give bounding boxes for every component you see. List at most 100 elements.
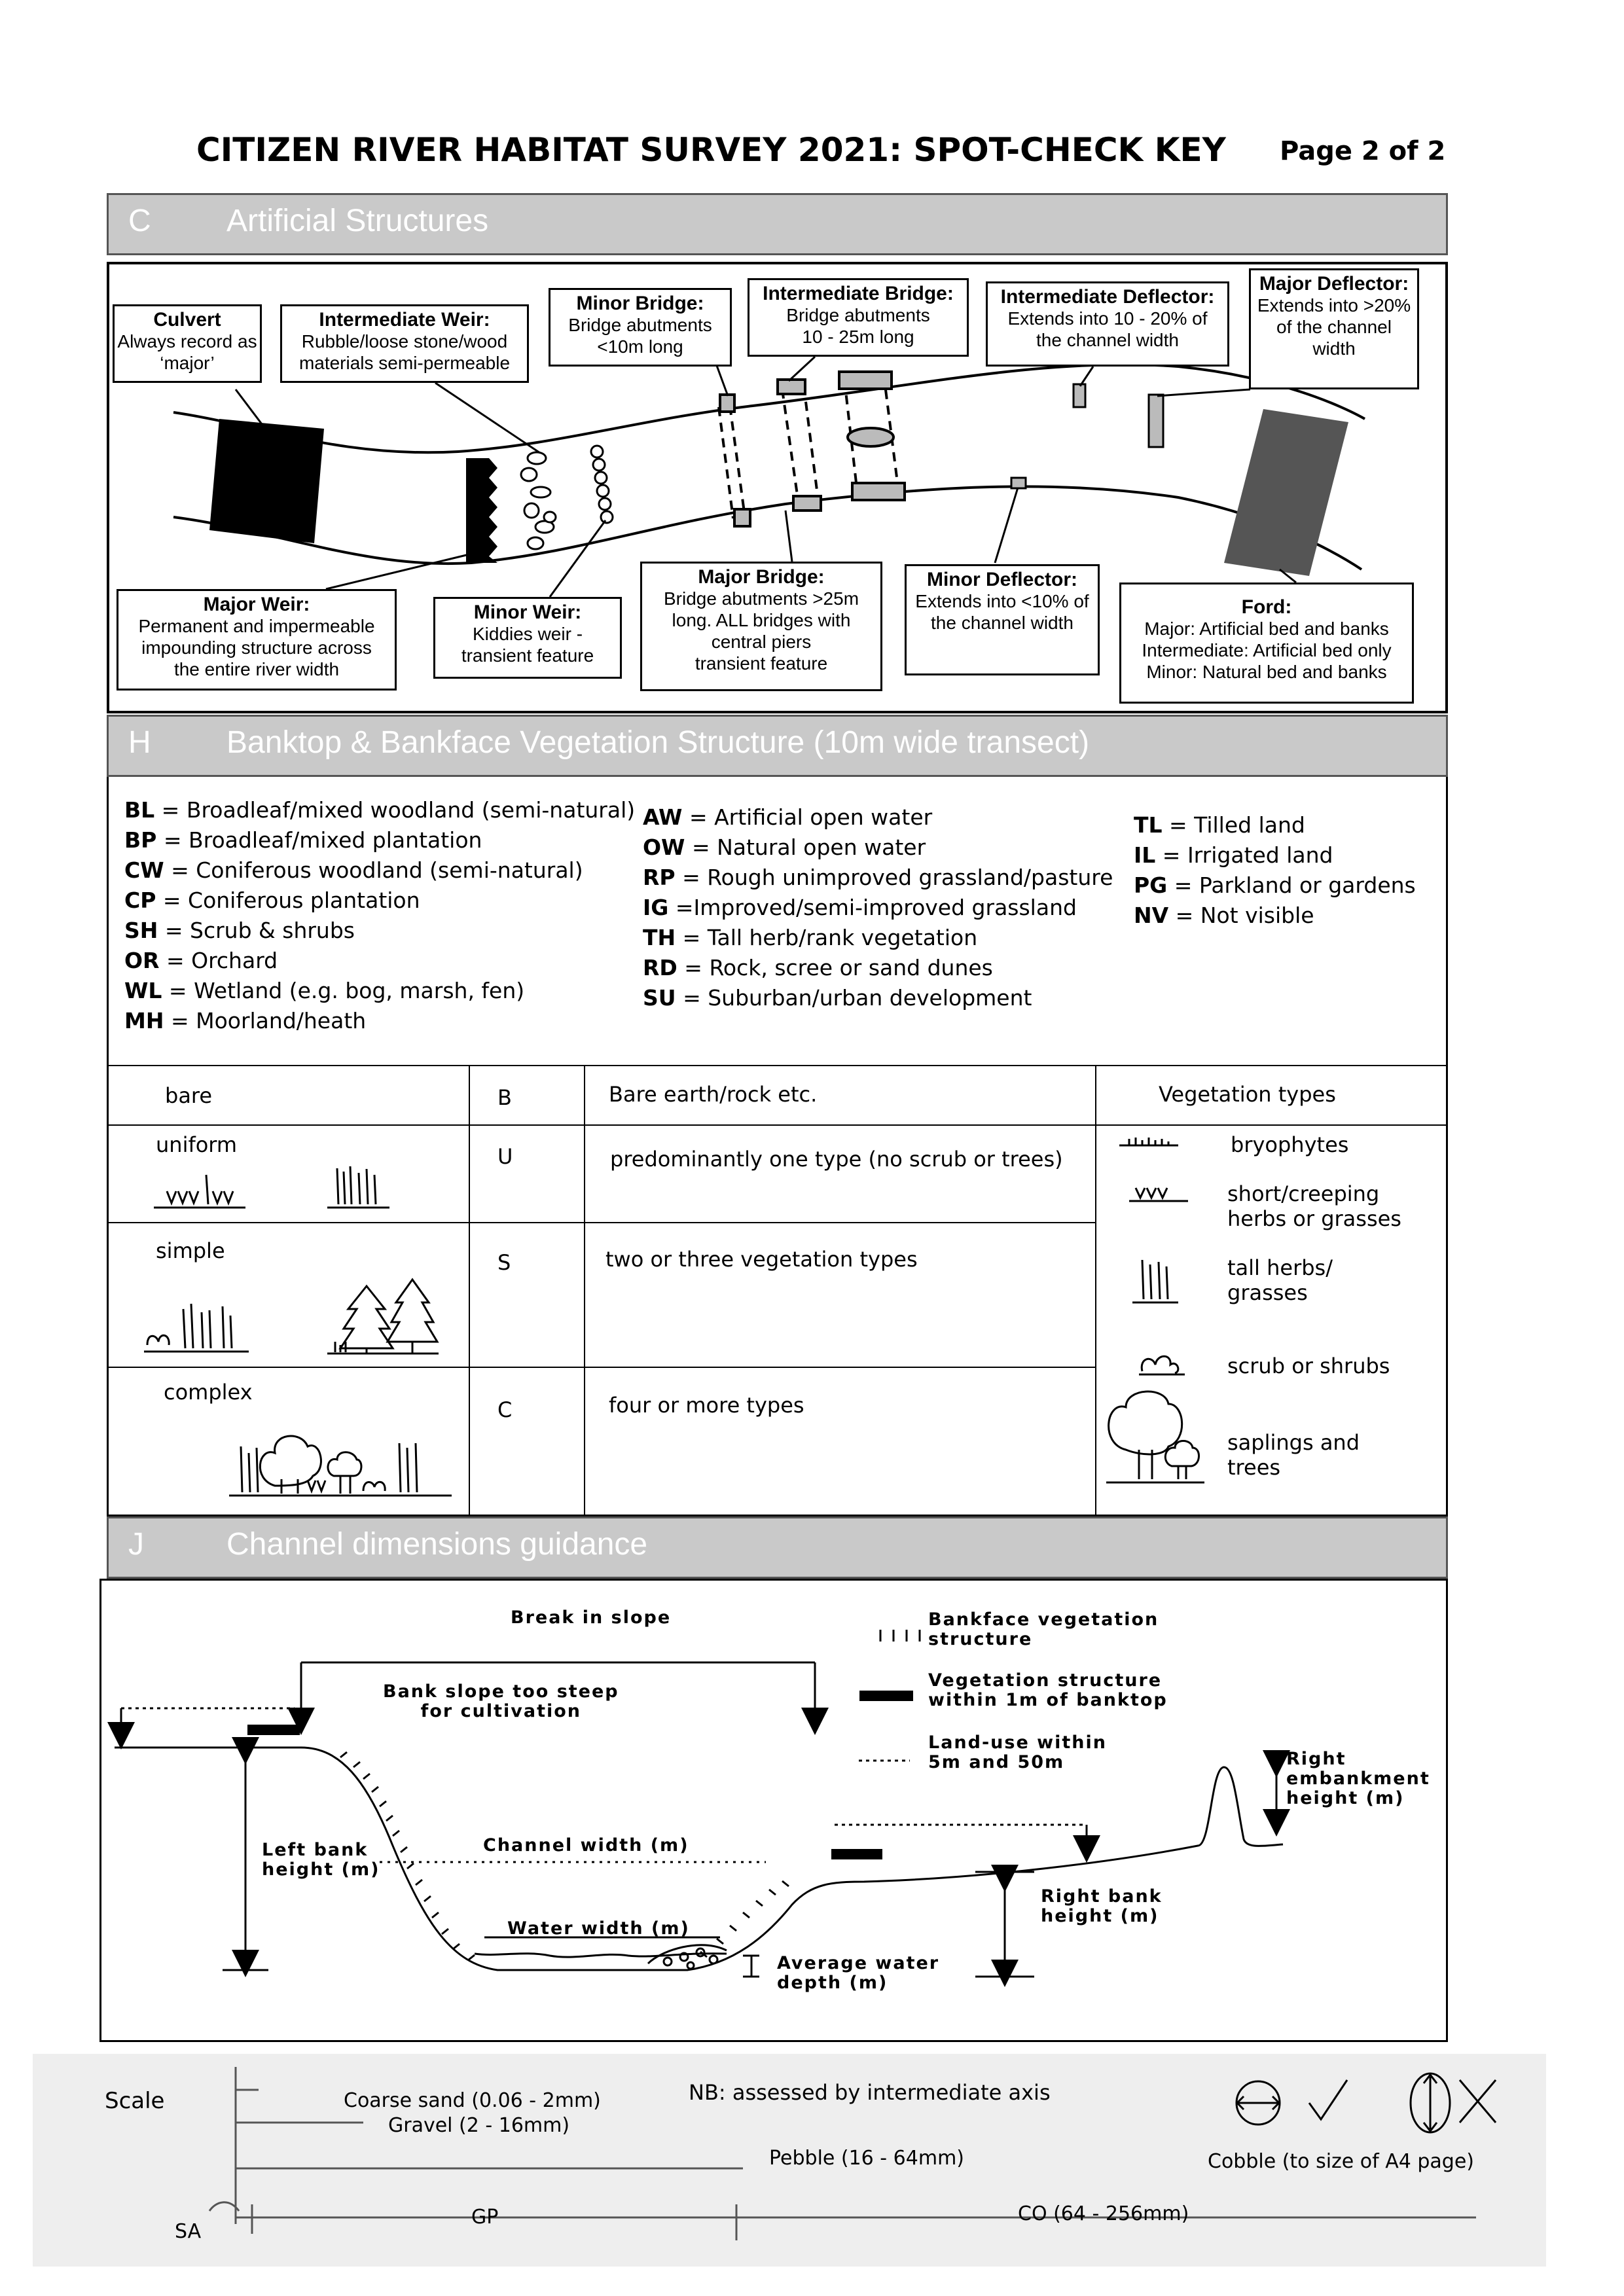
table-divider	[107, 1124, 1095, 1126]
page-title: CITIZEN RIVER HABITAT SURVEY 2021: SPOT-…	[196, 131, 1226, 169]
vegetation-structure-panel	[107, 777, 1448, 1516]
cross-icon	[1458, 2079, 1497, 2123]
conifer-trees-icon	[327, 1278, 439, 1355]
row-bare-name: bare	[165, 1083, 213, 1108]
short-herbs-icon	[154, 1174, 245, 1209]
vegetation-icons-svg	[144, 1138, 1204, 1497]
minor-bridge-icon	[717, 393, 751, 528]
row-uniform-code: U	[497, 1144, 513, 1169]
scale-label: Scale	[105, 2088, 165, 2114]
veg-types-heading: Vegetation types	[1159, 1082, 1336, 1107]
major-bridge-icon	[838, 370, 906, 501]
major-weir-icon	[466, 458, 497, 563]
legend-banktop-label: Vegetation structure within 1m of bankto…	[928, 1670, 1168, 1710]
intermediate-weir-icon	[520, 451, 557, 550]
section-letter: J	[128, 1527, 144, 1562]
section-letter: H	[128, 725, 151, 760]
code-item: OW = Natural open water	[643, 834, 926, 860]
section-title: Artificial Structures	[226, 204, 489, 238]
code-item: TH = Tall herb/rank vegetation	[643, 925, 978, 950]
break-in-slope-label: Break in slope	[511, 1607, 672, 1628]
code-item: AW = Artificial open water	[643, 804, 933, 830]
scrub-icon	[144, 1303, 249, 1353]
row-uniform-desc: predominantly one type (no scrub or tree…	[610, 1147, 1063, 1172]
table-divider	[1095, 1124, 1448, 1126]
legend-bankface-label: Bankface vegetation structure	[928, 1609, 1159, 1649]
veg-label-trees: saplings and trees	[1227, 1430, 1360, 1480]
minor-deflector-label: Minor Deflector: Extends into <10% of th…	[905, 564, 1100, 675]
culvert-label: Culvert Always record as ‘major’	[113, 304, 262, 383]
table-divider	[469, 1065, 470, 1516]
row-complex-desc: four or more types	[609, 1393, 804, 1418]
minor-weir-label: Minor Weir: Kiddies weir - transient fea…	[433, 597, 622, 679]
major-weir-label: Major Weir: Permanent and impermeable im…	[117, 589, 397, 691]
veg-label-bryophytes: bryophytes	[1231, 1132, 1349, 1157]
bank-slope-label: Bank slope too steep for cultivation	[383, 1681, 619, 1721]
row-uniform-name: uniform	[156, 1132, 238, 1157]
culvert-icon	[209, 419, 324, 543]
minor-deflector-icon	[1010, 476, 1027, 490]
code-item: CW = Coniferous woodland (semi-natural)	[124, 857, 583, 883]
code-item: TL = Tilled land	[1134, 812, 1305, 838]
section-h-header: H Banktop & Bankface Vegetation Structur…	[107, 715, 1448, 777]
water-width-label: Water width (m)	[507, 1918, 690, 1939]
artificial-structures-diagram	[107, 262, 1448, 713]
table-divider	[107, 1367, 1095, 1368]
ford-icon	[1224, 409, 1348, 576]
sa-label: SA	[175, 2220, 202, 2243]
veg-label-tall-herbs: tall herbs/ grasses	[1227, 1255, 1333, 1305]
channel-width-label: Channel width (m)	[483, 1835, 689, 1856]
cobble-label: Cobble (to size of A4 page)	[1208, 2150, 1475, 2173]
pebble-label: Pebble (16 - 64mm)	[769, 2147, 964, 2170]
code-item: CP = Coniferous plantation	[124, 888, 420, 913]
code-item: BP = Broadleaf/mixed plantation	[124, 827, 482, 853]
scale-panel	[33, 2054, 1546, 2267]
ford-label: Ford: Major: Artificial bed and banks In…	[1119, 583, 1414, 704]
artificial-structures-svg	[173, 355, 1365, 598]
landuse-codes-col1: BL = Broadleaf/mixed woodland (semi-natu…	[124, 795, 635, 1036]
major-bridge-label: Major Bridge: Bridge abutments >25m long…	[640, 562, 882, 691]
intermediate-deflector-label: Intermediate Deflector: Extends into 10 …	[986, 281, 1229, 367]
code-item: IG =Improved/semi-improved grassland	[643, 895, 1077, 920]
trees-type-icon	[1106, 1390, 1204, 1484]
row-complex-code: C	[497, 1397, 513, 1422]
page-number: Page 2 of 2	[1280, 136, 1446, 166]
bryophytes-icon	[1119, 1138, 1178, 1147]
code-item: SU = Suburban/urban development	[643, 985, 1032, 1011]
section-title: Banktop & Bankface Vegetation Structure …	[226, 725, 1090, 760]
channel-cross-section-svg	[107, 1630, 1290, 1987]
section-title: Channel dimensions guidance	[226, 1527, 648, 1562]
coarse-sand-label: Coarse sand (0.06 - 2mm)	[344, 2089, 601, 2112]
code-item: SH = Scrub & shrubs	[124, 918, 355, 943]
check-icon	[1308, 2079, 1348, 2121]
right-embankment-height-label: Right embankment height (m)	[1286, 1749, 1430, 1808]
code-item: NV = Not visible	[1134, 903, 1314, 928]
co-label: CO (64 - 256mm)	[1018, 2202, 1189, 2225]
intermediate-bridge-icon	[776, 378, 822, 512]
code-item: BL = Broadleaf/mixed woodland (semi-natu…	[124, 797, 636, 823]
code-item: WL = Wetland (e.g. bog, marsh, fen)	[124, 978, 525, 1003]
code-item: IL = Irrigated land	[1134, 842, 1333, 868]
complex-vegetation-icon	[229, 1435, 452, 1497]
nb-label: NB: assessed by intermediate axis	[689, 2080, 1051, 2105]
hatch-icon	[879, 1630, 921, 1641]
major-deflector-icon	[1147, 393, 1164, 448]
channel-dimensions-diagram	[99, 1579, 1448, 2042]
code-item: OR = Orchard	[124, 948, 278, 973]
section-c-header: C Artificial Structures	[107, 193, 1448, 255]
minor-weir-icon	[590, 444, 614, 524]
row-simple-desc: two or three vegetation types	[605, 1247, 918, 1272]
scrub-type-icon	[1139, 1355, 1185, 1376]
row-simple-code: S	[497, 1250, 511, 1275]
tall-herbs-type-icon	[1132, 1259, 1178, 1304]
section-letter: C	[128, 204, 151, 238]
veg-label-short-herbs: short/creeping herbs or grasses	[1227, 1181, 1401, 1231]
legend-landuse-label: Land-use within 5m and 50m	[928, 1732, 1107, 1772]
code-item: RP = Rough unimproved grassland/pasture	[643, 865, 1113, 890]
tall-herbs-icon	[327, 1166, 389, 1209]
gp-label: GP	[471, 2206, 499, 2229]
landuse-codes-col2: AW = Artificial open water OW = Natural …	[643, 802, 1113, 1013]
bar-icon	[859, 1691, 913, 1701]
minor-bridge-label: Minor Bridge: Bridge abutments <10m long	[549, 288, 732, 367]
left-bank-height-label: Left bank height (m)	[262, 1840, 380, 1880]
